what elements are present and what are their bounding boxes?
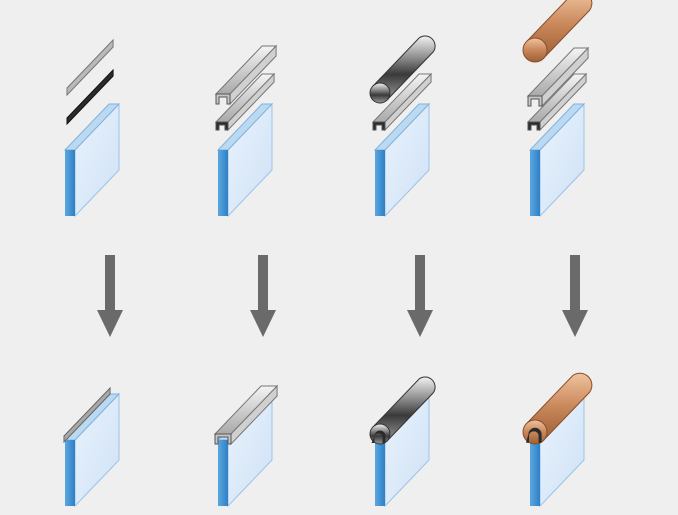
glass-edge [65, 440, 75, 506]
glass-edge [218, 440, 228, 506]
arrow-shaft [570, 255, 580, 310]
glass-edge [530, 440, 540, 506]
rail-end [523, 38, 547, 62]
glass-edge [375, 150, 385, 216]
arrow-shaft [415, 255, 425, 310]
glass-edge [65, 150, 75, 216]
rail-end [370, 83, 390, 103]
rail-end [523, 420, 547, 444]
arrow-shaft [258, 255, 268, 310]
arrow-shaft [105, 255, 115, 310]
glass-edge [375, 440, 385, 506]
glass-edge [530, 150, 540, 216]
glass-edge [218, 150, 228, 216]
